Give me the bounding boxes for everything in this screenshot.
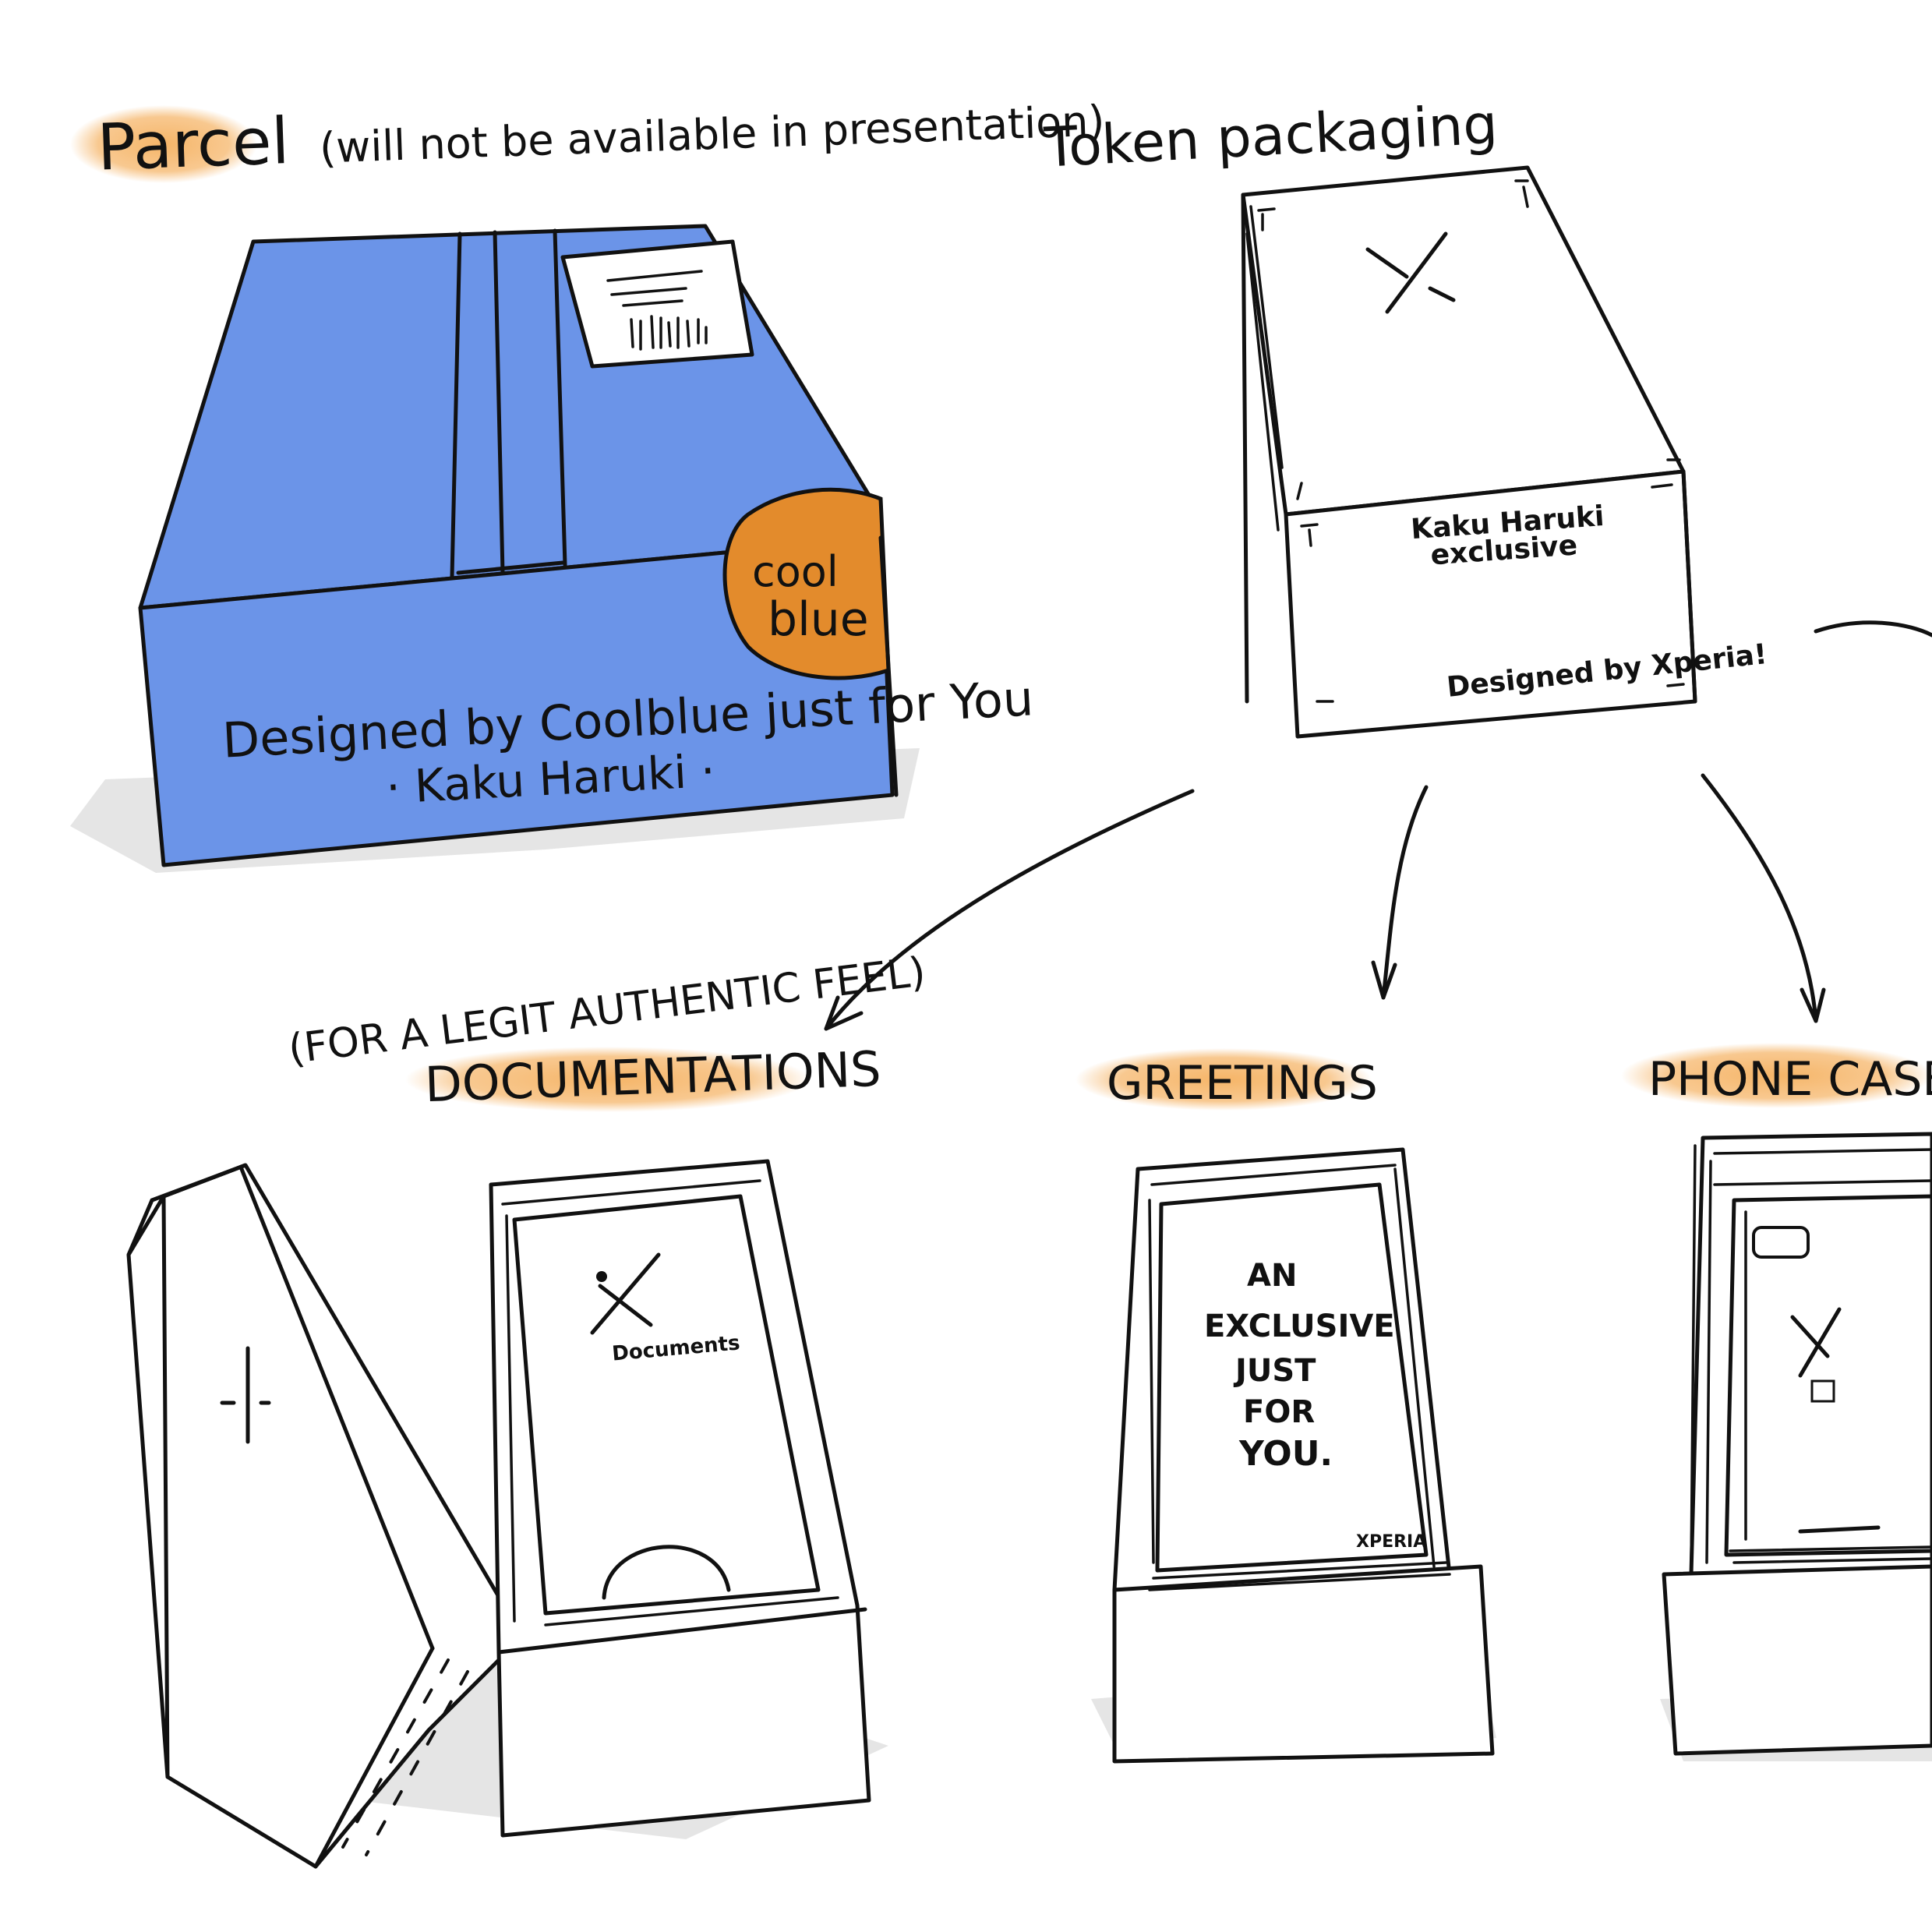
greeting-line3: JUST [1233,1353,1316,1389]
parcel-note: (will not be available in presentation) [319,96,1105,172]
greeting-line2: EXCLUSIVE [1204,1309,1395,1344]
parcel-box: cool blue Designed by Coolblue just for … [70,224,1035,873]
lid-mark-icon [220,1346,271,1444]
greeting-line5: YOU. [1238,1434,1333,1474]
greetings-heading: GREETINGS [1107,1056,1378,1111]
phone-case-heading: PHONE CASE [1648,1052,1932,1107]
barcode-icon [630,315,708,351]
parcel-sticker-line2: blue [768,592,869,647]
xperia-logo-icon [1790,1307,1842,1403]
xperia-logo-icon [1365,231,1456,314]
greeting-line1: AN [1247,1258,1297,1294]
arrows [824,620,1932,1031]
phone-case-highlight [1621,1043,1932,1108]
greetings-box: AN EXCLUSIVE JUST FOR YOU. XPERIA [1091,1147,1496,1764]
parcel-heading: Parcel [96,104,290,185]
camera-cutout-icon [1752,1226,1810,1259]
documentations-heading: DOCUMENTATIONS [424,1040,882,1113]
documentations-highlight [405,1047,811,1112]
parcel-sticker-line1: cool [752,547,839,596]
greetings-highlight [1075,1048,1372,1111]
xperia-logo-icon [590,1252,661,1335]
token-box: Kaku Haruki exclusive Designed by Xperia… [1241,165,1768,739]
phone-case-box [1660,1132,1932,1761]
parcel-highlight [70,105,257,183]
doc-box: Documents [126,1159,888,1869]
greeting-brand: XPERIA [1356,1532,1426,1552]
greeting-line4: FOR [1243,1394,1315,1430]
token-packaging-heading: Token packaging [1042,92,1499,179]
